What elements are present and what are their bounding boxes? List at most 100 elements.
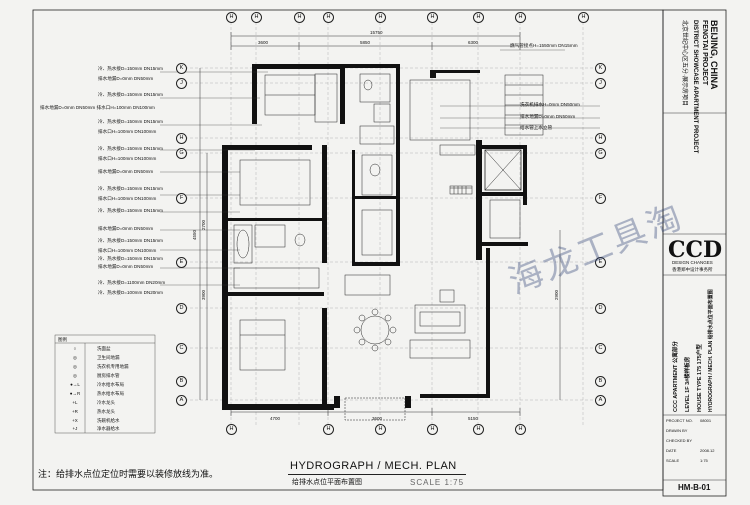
legend-label: 热水给水布局	[97, 391, 124, 396]
grid-bubble-bottom: H	[473, 424, 484, 435]
grid-bubble-top: H	[427, 12, 438, 23]
spec-left-line1: 冷、热水接D=150mm DN15mm	[98, 186, 163, 191]
grid-bubble-bottom: H	[515, 424, 526, 435]
spec-left-line1: 冷、热水接D=150mm DN15mm	[98, 119, 163, 124]
tb-label-scale: SCALE	[666, 458, 680, 463]
spec-left-line1: 冷、热水接D=150mm DN15mm	[98, 208, 163, 213]
spec-left-line1: 排水地漏D=0mm DN50mm	[98, 169, 154, 174]
drawing-scale: SCALE 1:75	[410, 478, 465, 487]
grid-bubble-row: C	[176, 343, 187, 354]
tb-date: 2008.12	[700, 448, 715, 453]
legend-label: 冷水龙头	[97, 400, 115, 405]
tb-city: BEIJING, CHINA	[709, 20, 719, 90]
tb-project-en-1: DISTRICT SHOWCASE APARTMENT PROJECT	[692, 20, 698, 154]
dim-bottom-mid: 3600	[372, 416, 383, 421]
grid-bubble-row-right: D	[595, 303, 606, 314]
spec-left-line2: 排水地漏D=0mm DN50mm	[98, 226, 154, 231]
tb-firm-logo: CCD	[668, 237, 723, 263]
spec-left-line1: 冷、热水接D=150mm DN15mm	[98, 92, 163, 97]
spec-left-line2: 排水口H=100mm DN100mm	[98, 248, 157, 253]
dim-right-b: 2900	[554, 289, 559, 300]
grid-bubble-top: H	[226, 12, 237, 23]
spec-left-line2: 排水口H=100mm DN100mm	[98, 196, 157, 201]
grid-bubble-top: H	[473, 12, 484, 23]
tb-project-cn: 北京世纪中心区五分·展示房项目	[681, 20, 687, 106]
grid-bubble-row: G	[176, 148, 187, 159]
legend-label: 冷水给水布局	[97, 382, 124, 387]
walls	[222, 64, 528, 410]
legend-label: 洗衣机专用地漏	[97, 364, 129, 369]
drawing-title-en: HYDROGRAPH / MECH. PLAN	[290, 460, 457, 472]
tb-label-checked: CHECKED BY	[666, 438, 693, 443]
grid-bubble-row-right: K	[595, 63, 606, 74]
dim-left-b: 2700	[201, 219, 206, 230]
legend-symbol: ◎	[73, 355, 77, 360]
legend-row: +J 净水器给水	[57, 425, 157, 434]
grid-bubble-row-right: A	[595, 395, 606, 406]
grid-bubble-bottom: H	[375, 424, 386, 435]
grid-bubble-row: K	[176, 63, 187, 74]
dim-left-a: 3900	[201, 289, 206, 300]
grid-bubble-bottom: H	[427, 424, 438, 435]
legend-table	[54, 334, 156, 434]
grid-bubble-bottom: H	[323, 424, 334, 435]
legend-label: 热水龙头	[97, 409, 115, 414]
title-underline	[288, 474, 466, 475]
legend-label: 净水器给水	[97, 426, 120, 431]
grid-bubble-row-right: E	[595, 257, 606, 268]
spec-left-line2: 排水地漏D=0mm DN50mm	[98, 76, 154, 81]
spec-left-line2: 排水口H=100mm DN100mm	[98, 156, 157, 161]
grid-bubble-row-right: B	[595, 376, 606, 387]
tb-drawing-no: HM-B-01	[678, 483, 711, 492]
grid-bubble-row-right: F	[595, 193, 606, 204]
grid-bubble-row: E	[176, 257, 187, 268]
grid-bubble-row-right: G	[595, 148, 606, 159]
spec-right: 洗衣机排水H=0mm DN50mm	[520, 102, 580, 107]
legend-row: +L 冷水龙头	[57, 399, 157, 408]
fixtures	[233, 73, 544, 421]
spec-right: 给水管上水立管	[520, 125, 553, 130]
tb-firm-sub: DESIGN CHANGES	[672, 260, 713, 265]
spec-left-line2: 排水地漏D=0mm DN50mm	[98, 264, 154, 269]
dim-left-mid: 4550	[192, 229, 197, 240]
tb-label-drawn: DRAWN BY	[666, 428, 688, 433]
grid-bubble-top: H	[515, 12, 526, 23]
dim-top-left: 3600	[258, 40, 269, 45]
spec-left-line2: 排水地漏D=0mm DN50mm 排水口H=100mm DN100mm	[40, 105, 155, 110]
spec-left-line1: 冷、热水接D=150mm DN15mm	[98, 146, 163, 151]
legend-label: 卫生间地漏	[97, 355, 120, 360]
grid-bubble-top: H	[294, 12, 305, 23]
legend-symbol: +J	[72, 426, 78, 431]
legend-symbol: +L	[72, 400, 78, 405]
tb-unit-1: CCC APARTMENT 公寓部分	[673, 341, 679, 412]
spec-left-line2: 排水口H=100mm DN100mm	[98, 129, 157, 134]
spec-left-line2: 冷、热水接D=100mm DN20mm	[98, 290, 163, 295]
footnote: 注：给排水点位定位时需要以装修放线为准。	[38, 469, 219, 479]
grid-bubble-top: H	[323, 12, 334, 23]
grid-bubble-top: H	[375, 12, 386, 23]
grid-bubble-row-right: H	[595, 133, 606, 144]
tb-project-en-2: FENGTAI PROJECT	[701, 20, 708, 86]
legend-symbol: +X	[72, 418, 78, 423]
dim-bottom-right: 5150	[468, 416, 479, 421]
dimension-lines	[199, 32, 561, 416]
tb-unit-3: HOUSE TYPE 175 175户型	[697, 344, 703, 412]
grid-bubble-row: F	[176, 193, 187, 204]
spec-left-line1: 冷、热水接D=150mm DN15mm	[98, 66, 163, 71]
grid-bubble-row-right: C	[595, 343, 606, 354]
grid-bubble-row: H	[176, 133, 187, 144]
legend-row: ◎洗衣机专用地漏	[57, 363, 157, 372]
tb-label-date: DATE	[666, 448, 677, 453]
grid-bubble-top: H	[578, 12, 589, 23]
dim-top-mid: 5850	[360, 40, 371, 45]
tb-unit-4: HYDROGRAPH / MECH. PLAN 给排水点位平面布置图	[708, 289, 714, 412]
title-block-frame	[662, 9, 727, 497]
legend-label: 洗面盆	[97, 346, 111, 351]
grid-bubble-row: B	[176, 376, 187, 387]
legend-header: 图例	[58, 337, 67, 342]
